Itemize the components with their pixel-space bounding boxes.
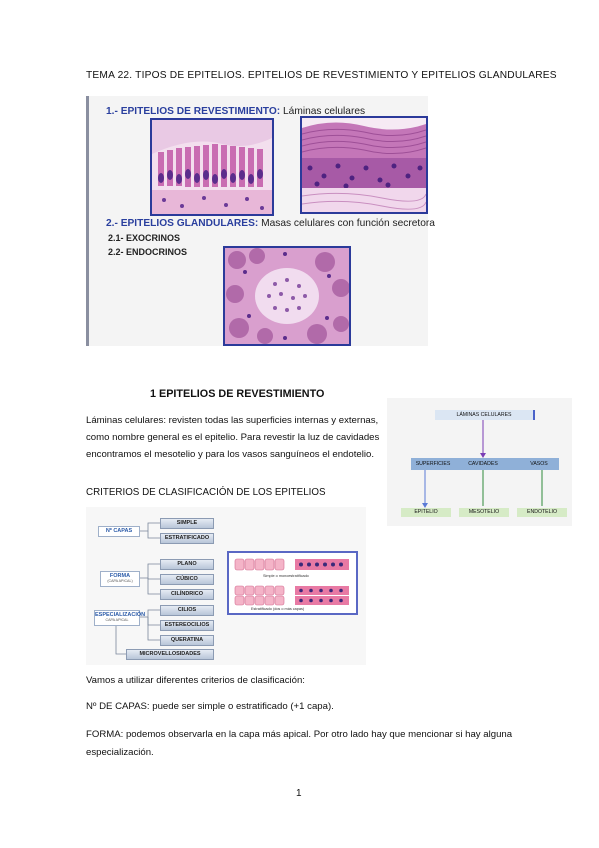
org-chart-connectors <box>422 420 543 508</box>
org-chart-laminas: LÁMINAS CELULARES SUPERFICIES CAVIDADES … <box>387 398 572 526</box>
org-root-box: LÁMINAS CELULARES <box>435 410 535 420</box>
slide-sub-exocrinos: 2.1- EXOCRINOS <box>108 233 181 243</box>
criteria-cat-capas: Nº CAPAS <box>98 526 140 537</box>
org-level1-bar <box>411 458 559 470</box>
criteria-connectors <box>115 522 160 655</box>
org-level2-epitelio: EPITELIO <box>401 508 451 517</box>
slide-left-bar <box>86 96 89 346</box>
micrograph-columnar-epithelium <box>150 118 274 216</box>
criteria-item-cubico: CÚBICO <box>160 574 214 585</box>
slide-heading-glandulares-rest: Masas celulares con función secretora <box>258 218 435 229</box>
body-paragraph-criterios: Vamos a utilizar diferentes criterios de… <box>86 675 305 686</box>
slide-heading-glandulares: 2.- EPITELIOS GLANDULARES: Masas celular… <box>106 218 435 229</box>
org-level2-endotelio: ENDOTELIO <box>517 508 567 517</box>
criteria-item-estratificado: ESTRATIFICADO <box>160 533 214 544</box>
criteria-item-queratina: QUERATINA <box>160 635 214 646</box>
criteria-cat-forma-sub: (CAPA APICAL) <box>107 579 133 583</box>
criteria-heading: CRITERIOS DE CLASIFICACIÓN DE LOS EPITEL… <box>86 487 326 498</box>
criteria-cat-especializacion: ESPECIALIZACIÓN CAPA APICAL <box>94 610 145 626</box>
criteria-cat-forma: FORMA (CAPA APICAL) <box>100 571 140 587</box>
intro-paragraph: Láminas celulares: revisten todas las su… <box>86 415 380 460</box>
body-paragraph-capas: Nº DE CAPAS: puede ser simple o estratif… <box>86 701 334 712</box>
slide-image: 1.- EPITELIOS DE REVESTIMIENTO: Láminas … <box>86 96 435 346</box>
section-title: 1 EPITELIOS DE REVESTIMIENTO <box>150 388 325 400</box>
micrograph-stratified-epithelium <box>300 116 428 214</box>
slide-heading-revestimiento-label: 1.- EPITELIOS DE REVESTIMIENTO: <box>106 106 281 117</box>
slide-heading-glandulares-label: 2.- EPITELIOS GLANDULARES: <box>106 218 259 229</box>
criteria-item-simple: SIMPLE <box>160 518 214 529</box>
criteria-item-microvellosidades: MICROVELLOSIDADES <box>126 649 214 660</box>
body-paragraph-forma: FORMA: podemos observarla en la capa más… <box>86 729 513 758</box>
criteria-cat-especializacion-label: ESPECIALIZACIÓN <box>95 612 146 618</box>
criteria-item-cilios: CILIOS <box>160 605 214 616</box>
cell-layers-panel: Simple o monoestratificado Estratificado… <box>227 551 358 615</box>
org-level1-vasos: VASOS <box>530 461 548 467</box>
criteria-item-plano: PLANO <box>160 559 214 570</box>
slide-heading-revestimiento: 1.- EPITELIOS DE REVESTIMIENTO: Láminas … <box>106 106 365 117</box>
criteria-diagram: Nº CAPAS SIMPLE ESTRATIFICADO FORMA (CAP… <box>86 507 366 665</box>
org-level1-superficies: SUPERFICIES <box>415 461 451 467</box>
criteria-item-cilindrico: CILÍNDRICO <box>160 589 214 600</box>
document-title: TEMA 22. TIPOS DE EPITELIOS. EPITELIOS D… <box>86 70 557 81</box>
criteria-item-estereocilios: ESTEREOCILIOS <box>160 620 214 631</box>
micrograph-endocrine-gland <box>223 246 351 346</box>
criteria-cat-forma-label: FORMA <box>109 573 131 579</box>
cell-layers-illustration <box>234 558 349 606</box>
org-level2-mesotelio: MESOTELIO <box>459 508 509 517</box>
caption-simple: Simple o monoestratificado <box>263 574 309 578</box>
slide-heading-revestimiento-rest: Láminas celulares <box>280 106 366 117</box>
criteria-cat-especializacion-sub: CAPA APICAL <box>105 618 129 622</box>
slide-sub-endocrinos: 2.2- ENDOCRINOS <box>108 247 188 257</box>
org-level1-cavidades: CAVIDADES <box>468 461 498 467</box>
page-number: 1 <box>296 788 302 799</box>
caption-estratificado: Estratificado (dos o más capas) <box>251 607 305 611</box>
